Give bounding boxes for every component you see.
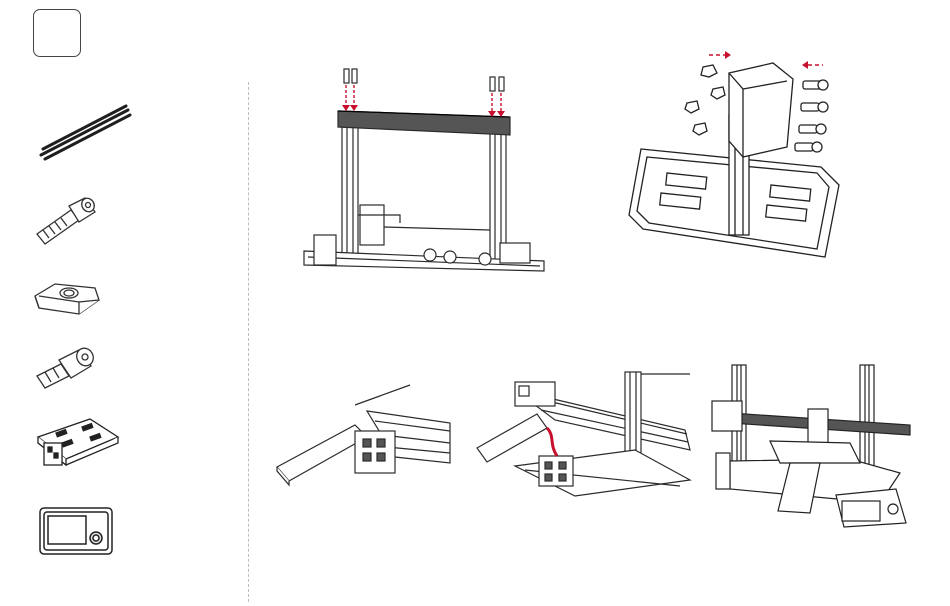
short-screw-icon xyxy=(33,346,98,391)
display-bracket-assembly-figure xyxy=(625,45,845,265)
complete-printer-figure xyxy=(710,363,920,528)
top-beam-install-figure xyxy=(300,65,550,275)
parts-divider xyxy=(248,82,249,602)
aluminum-profile-icon xyxy=(38,105,133,160)
hex-screw-icon xyxy=(33,196,98,246)
display-screen-icon xyxy=(38,506,116,558)
bracket-on-profile-figure xyxy=(275,385,455,485)
t-nut-icon xyxy=(33,278,103,318)
display-bracket-icon xyxy=(32,415,122,470)
cable-connection-figure xyxy=(475,370,695,505)
step-number-box xyxy=(33,9,81,57)
